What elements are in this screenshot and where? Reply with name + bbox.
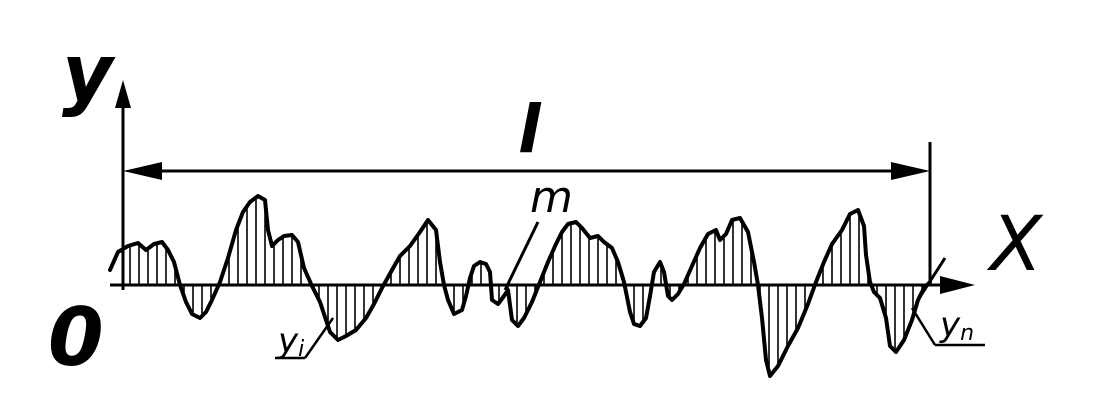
origin-label: 0 <box>48 291 104 384</box>
y-axis-arrowhead <box>115 80 131 108</box>
yi-leader-slant <box>303 317 335 359</box>
yi-label: yi <box>277 321 304 362</box>
x-axis-label: X <box>986 199 1044 288</box>
mean-line-label: m <box>530 172 573 223</box>
profile-hatching <box>129 197 923 372</box>
surface-profile-curve <box>108 194 932 378</box>
yn-tick <box>916 257 947 301</box>
y-axis-label: y <box>62 29 116 119</box>
x-axis-arrowhead <box>940 276 975 294</box>
yn-label: yn <box>939 305 974 346</box>
length-label: l <box>518 91 542 168</box>
yn-leader-slant <box>910 307 937 346</box>
dimension-arrow-right <box>891 162 930 180</box>
dimension-arrow-left <box>123 162 162 180</box>
mean-line-leader <box>503 221 540 291</box>
